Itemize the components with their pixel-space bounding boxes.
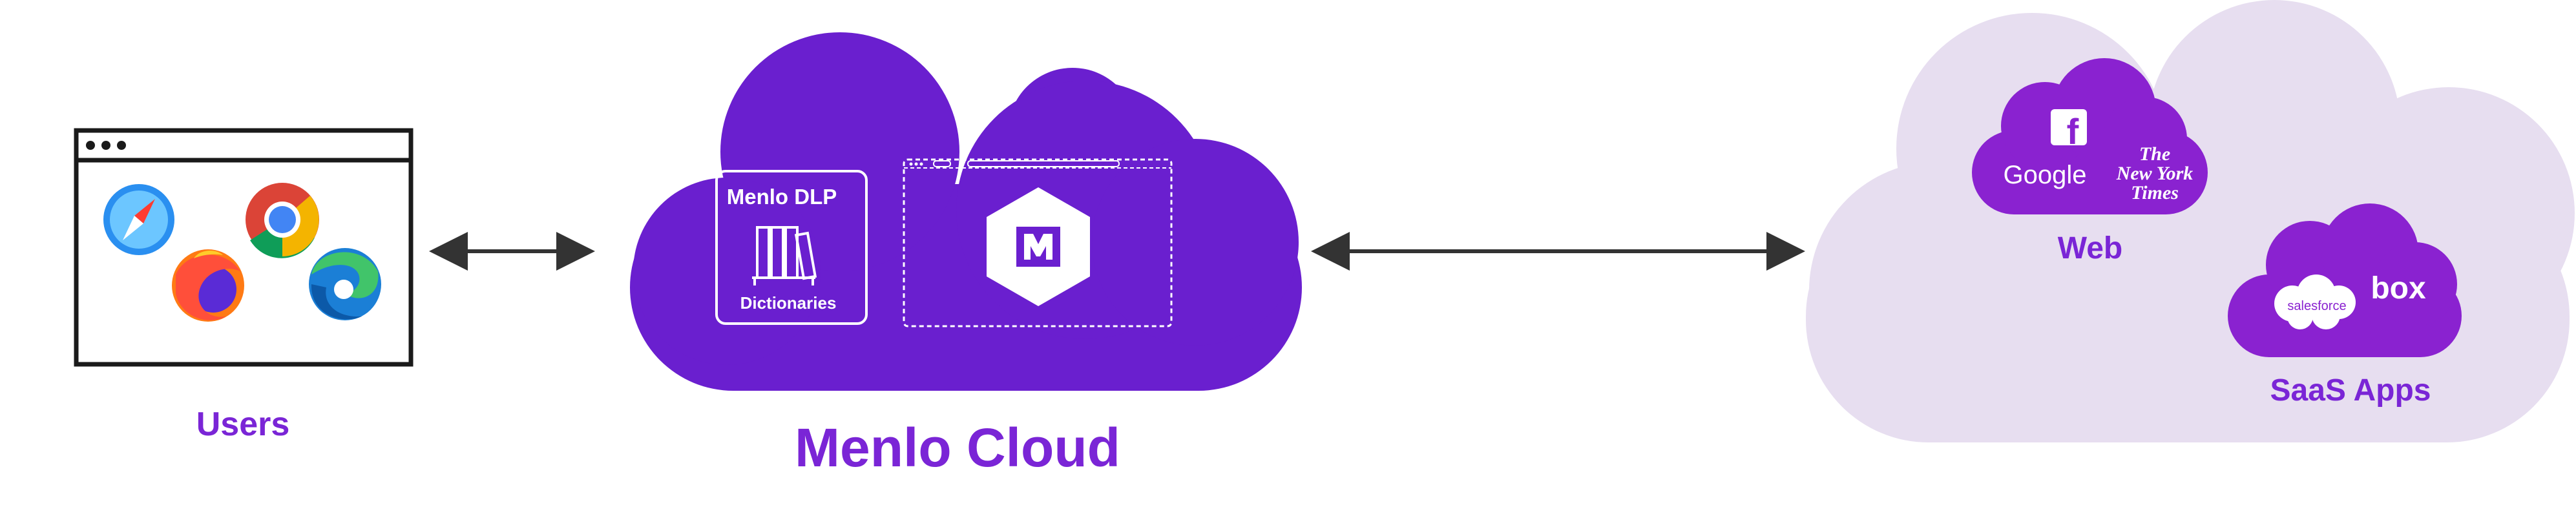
facebook-glyph: f (2067, 111, 2079, 152)
salesforce-logo: salesforce (2287, 299, 2346, 313)
firefox-icon (172, 249, 244, 322)
svg-text:Times: Times (2131, 182, 2179, 203)
menlo-cloud-label: Menlo Cloud (795, 417, 1120, 478)
menlo-logo-icon (987, 187, 1090, 306)
svg-text:The: The (2139, 143, 2170, 165)
chrome-icon (246, 183, 319, 258)
internet-cloud-shape (1806, 0, 2575, 442)
edge-icon (309, 248, 381, 320)
salesforce-icon (2274, 275, 2356, 329)
web-label: Web (2058, 231, 2122, 265)
safari-icon (103, 184, 174, 255)
facebook-icon (2051, 109, 2087, 145)
saas-apps-label: SaaS Apps (2270, 373, 2431, 408)
svg-text:New York: New York (2116, 163, 2194, 184)
web-cloud-shape (1972, 58, 2208, 214)
nyt-logo: The New York Times (2116, 143, 2194, 203)
menlo-cloud-shape (630, 32, 1302, 391)
isolated-browser-panel (903, 158, 1173, 327)
dictionaries-icon (752, 226, 817, 285)
dictionaries-caption: Dictionaries (740, 293, 837, 313)
menlo-dlp-title: Menlo DLP (727, 185, 837, 209)
users-label: Users (196, 406, 290, 443)
menlo-dlp-card (715, 170, 868, 325)
google-logo: Google (2004, 161, 2087, 189)
box-logo: box (2371, 271, 2426, 306)
